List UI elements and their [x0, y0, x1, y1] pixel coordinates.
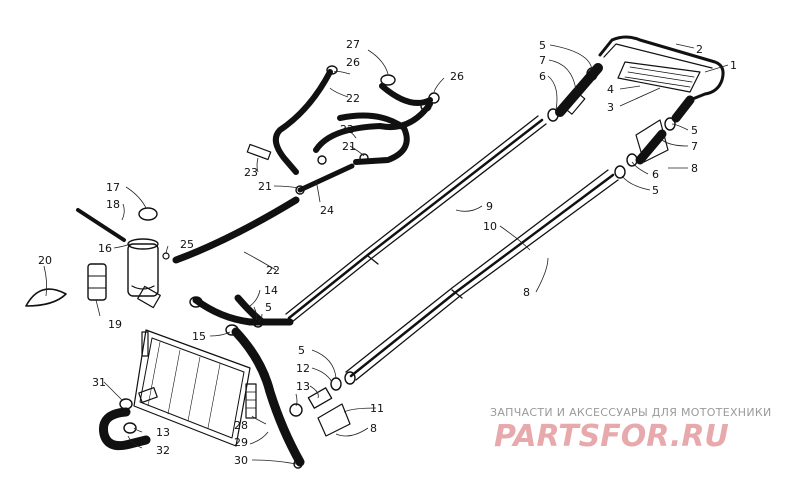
callout-4: 4: [607, 83, 614, 96]
callout-12: 12: [296, 362, 310, 375]
callout-numbers: 1 2 3 4 5 5 5 5 5 6 6 7 7 8 8 8 9 10 11 …: [38, 38, 737, 467]
callout-32: 32: [156, 444, 170, 457]
cooler-rail-lower: [344, 169, 619, 385]
callout-21: 21: [342, 140, 356, 153]
callout-11: 11: [370, 402, 384, 415]
callout-29: 29: [234, 436, 248, 449]
callout-22: 22: [266, 264, 280, 277]
callout-2: 2: [696, 43, 703, 56]
callout-3: 3: [607, 101, 614, 114]
callout-26: 26: [450, 70, 464, 83]
callout-24: 24: [320, 204, 334, 217]
leader-lines: [43, 43, 729, 465]
cooler-rail-upper: [285, 115, 547, 323]
parts-drawing: [25, 35, 725, 469]
callout-5: 5: [691, 124, 698, 137]
callout-15: 15: [192, 330, 206, 343]
callout-13: 13: [296, 380, 310, 393]
callout-8: 8: [523, 286, 530, 299]
heat-exchanger-assembly: [547, 35, 725, 179]
callout-22: 22: [340, 123, 354, 136]
callout-9: 9: [486, 200, 493, 213]
callout-1: 1: [730, 59, 737, 72]
watermark-subtitle: ЗАПЧАСТИ И АКСЕССУАРЫ ДЛЯ МОТОТЕХНИКИ: [490, 406, 772, 419]
callout-31: 31: [92, 376, 106, 389]
coolant-reservoir: [25, 207, 170, 309]
callout-8: 8: [370, 422, 377, 435]
callout-6: 6: [539, 70, 546, 83]
callout-27: 27: [346, 38, 360, 51]
front-fittings: [289, 377, 351, 437]
callout-13: 13: [156, 426, 170, 439]
callout-26: 26: [346, 56, 360, 69]
callout-28: 28: [234, 419, 248, 432]
callout-8: 8: [691, 162, 698, 175]
callout-22: 22: [346, 92, 360, 105]
bypass-hoses: [246, 65, 440, 195]
callout-6: 6: [652, 168, 659, 181]
callout-19: 19: [108, 318, 122, 331]
callout-14: 14: [264, 284, 278, 297]
callout-20: 20: [38, 254, 52, 267]
watermark-brand: PARTSFOR.RU: [494, 419, 729, 454]
radiator: [133, 329, 251, 447]
callout-5: 5: [298, 344, 305, 357]
callout-23: 23: [244, 166, 258, 179]
watermark: ЗАПЧАСТИ И АКСЕССУАРЫ ДЛЯ МОТОТЕХНИКИ PA…: [490, 406, 772, 454]
callout-30: 30: [234, 454, 248, 467]
callout-5: 5: [265, 301, 272, 314]
callout-5: 5: [539, 39, 546, 52]
callout-21: 21: [258, 180, 272, 193]
callout-10: 10: [483, 220, 497, 233]
radiator-hose: [189, 296, 305, 469]
callout-5: 5: [652, 184, 659, 197]
callout-7: 7: [539, 54, 546, 67]
lower-left-hose: [98, 386, 158, 451]
callout-25: 25: [180, 238, 194, 251]
callout-16: 16: [98, 242, 112, 255]
callout-17: 17: [106, 181, 120, 194]
callout-7: 7: [691, 140, 698, 153]
callout-18: 18: [106, 198, 120, 211]
